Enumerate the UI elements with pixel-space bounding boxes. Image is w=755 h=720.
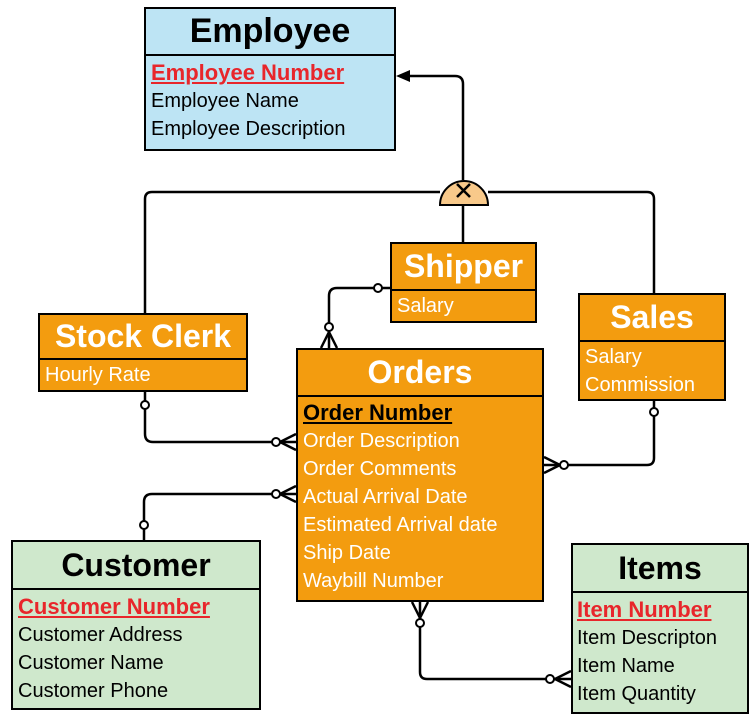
subtype-to-stock-clerk-line bbox=[143, 190, 440, 313]
attribute-field: Customer Phone bbox=[18, 680, 169, 702]
subtype-to-employee-line bbox=[400, 74, 465, 180]
sales-entity: Sales Salary Commission bbox=[578, 293, 726, 401]
primary-key-field: Employee Number bbox=[151, 60, 345, 85]
primary-key-field: Item Number bbox=[577, 597, 712, 622]
optional-circle bbox=[139, 520, 149, 530]
attribute-field: Employee Description bbox=[151, 118, 346, 140]
entity-title: Shipper bbox=[392, 244, 535, 291]
arrow-head bbox=[396, 70, 410, 82]
x-mark bbox=[456, 183, 471, 198]
attribute-field: Salary bbox=[585, 346, 642, 368]
optional-circle bbox=[324, 322, 334, 332]
primary-key-field: Customer Number bbox=[18, 594, 210, 619]
entity-title: Customer bbox=[13, 542, 259, 590]
optional-circle bbox=[415, 618, 425, 628]
optional-circle bbox=[545, 674, 555, 684]
entity-title: Employee bbox=[146, 9, 394, 56]
attribute-field: Waybill Number bbox=[303, 570, 444, 592]
customer-entity: Customer Customer Number Customer Addres… bbox=[11, 540, 261, 710]
orders-entity: Orders Order Number Order Description Or… bbox=[296, 348, 544, 602]
items-entity: Items Item Number Item Descripton Item N… bbox=[571, 543, 749, 714]
attribute-field: Order Comments bbox=[303, 458, 457, 480]
exclusive-subtype-x-icon bbox=[438, 180, 490, 206]
attribute-field: Employee Name bbox=[151, 90, 299, 112]
sales-orders-line bbox=[544, 401, 656, 467]
attribute-field: Customer Name bbox=[18, 652, 164, 674]
attribute-field: Item Name bbox=[577, 655, 675, 677]
entity-title: Items bbox=[573, 545, 747, 593]
optional-circle bbox=[373, 283, 383, 293]
primary-key-field: Order Number bbox=[303, 400, 453, 425]
attribute-field: Actual Arrival Date bbox=[303, 486, 468, 508]
customer-orders-line bbox=[142, 492, 296, 540]
attribute-field: Estimated Arrival date bbox=[303, 514, 498, 536]
attribute-field: Ship Date bbox=[303, 542, 391, 564]
shipper-orders-line bbox=[327, 286, 390, 348]
attribute-field: Salary bbox=[397, 295, 454, 317]
entity-title: Sales bbox=[580, 295, 724, 342]
attribute-field: Order Description bbox=[303, 430, 460, 452]
stock-clerk-entity: Stock Clerk Hourly Rate bbox=[38, 313, 248, 392]
attribute-field: Hourly Rate bbox=[45, 364, 151, 386]
optional-circle bbox=[649, 407, 659, 417]
attribute-field: Customer Address bbox=[18, 624, 183, 646]
optional-circle bbox=[140, 400, 150, 410]
employee-entity: Employee Employee Number Employee Name E… bbox=[144, 7, 396, 151]
orders-items-line bbox=[418, 602, 571, 681]
attribute-field: Commission bbox=[585, 374, 696, 396]
stock-clerk-orders-line bbox=[143, 392, 296, 444]
optional-circle bbox=[271, 489, 281, 499]
optional-circle bbox=[271, 437, 281, 447]
optional-circle bbox=[559, 460, 569, 470]
entity-title: Orders bbox=[298, 350, 542, 397]
attribute-field: Item Quantity bbox=[577, 683, 696, 705]
subtype-to-sales-line bbox=[488, 190, 656, 293]
entity-title: Stock Clerk bbox=[40, 315, 246, 360]
attribute-field: Item Descripton bbox=[577, 627, 718, 649]
shipper-entity: Shipper Salary bbox=[390, 242, 537, 323]
